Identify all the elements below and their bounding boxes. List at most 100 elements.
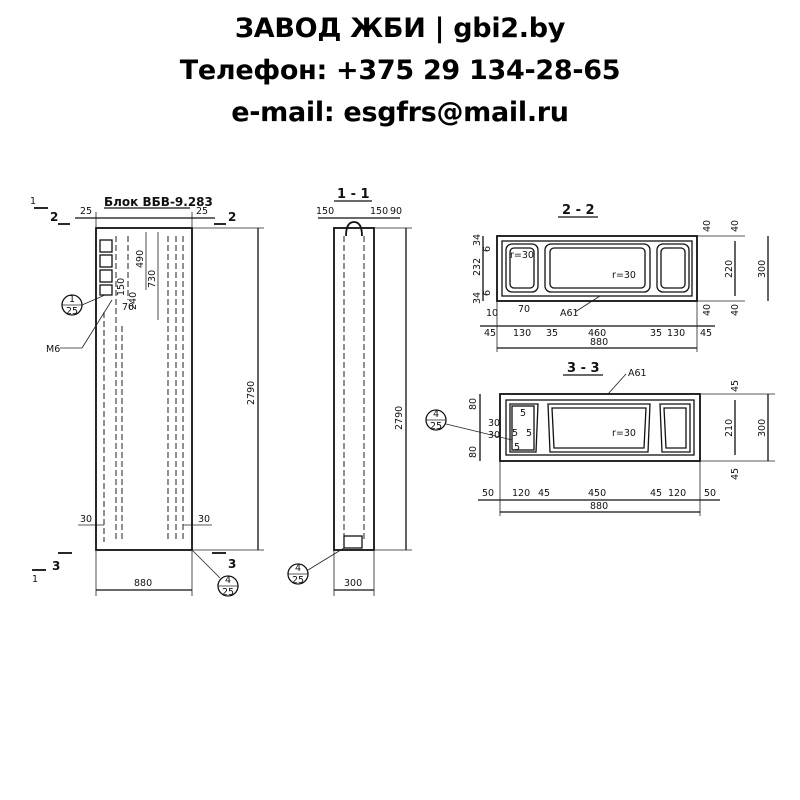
void-right-inner [663, 407, 687, 449]
dim-5d: 5 [514, 442, 520, 453]
section-2-2-title: 2 - 2 [562, 203, 595, 218]
dim-6a: 6 [482, 246, 493, 252]
dim-bottom-2: 45 [538, 488, 550, 499]
section-3-3-outline [499, 393, 701, 462]
dim-bottom-4: 35 [650, 328, 662, 339]
header-phone: Телефон: +375 29 134-28-65 [179, 55, 621, 86]
cut-2-left-label: 2 [50, 210, 58, 224]
a61-leader [574, 295, 601, 313]
dim-5a: 5 [520, 408, 526, 419]
dim-6b: 6 [482, 290, 493, 296]
dim-bottom-2: 35 [546, 328, 558, 339]
callout-leader [307, 547, 345, 571]
section-1-1-outline [333, 227, 375, 551]
dim-70: 70 [518, 304, 530, 315]
dim-45a: 45 [730, 380, 741, 392]
elevation-opening [99, 269, 113, 283]
dim-34b: 34 [472, 292, 483, 304]
radius-label-2: r=30 [612, 270, 636, 281]
dim-bottom-6: 50 [704, 488, 716, 499]
dim-2790: 2790 [246, 381, 257, 405]
m6-leader [81, 299, 113, 349]
dim-300: 300 [757, 419, 768, 437]
dim-880: 880 [134, 578, 152, 589]
dim-bottom-3: 460 [588, 328, 606, 339]
void-left-inner [511, 405, 535, 451]
dim-25-right: 25 [196, 206, 208, 217]
callout-1-bottom: 25 [66, 306, 78, 317]
dim-bottom-5: 120 [668, 488, 686, 499]
dim-34a: 34 [472, 234, 483, 246]
dim-bottom-1: 130 [513, 328, 531, 339]
elevation-outline [95, 227, 193, 551]
cut-2-right-label: 2 [228, 210, 236, 224]
dim-5b: 5 [512, 428, 518, 439]
section-2-2-outline [496, 235, 698, 302]
section-2-2-inner [501, 240, 693, 297]
dim-70: 70 [122, 302, 134, 313]
dim-300: 300 [757, 260, 768, 278]
header-title: ЗАВОД ЖБИ | gbi2.by [234, 13, 566, 44]
dim-10: 10 [486, 308, 498, 319]
dim-490: 490 [135, 250, 146, 268]
cut-3-right-label: 3 [228, 557, 236, 571]
void-right-inner [660, 247, 686, 289]
void-middle-inner [551, 407, 647, 449]
dim-220: 220 [724, 260, 735, 278]
dim-40b: 40 [730, 220, 741, 232]
callout-bottom: 25 [430, 421, 442, 432]
dim-bottom-1: 120 [512, 488, 530, 499]
dim-45b: 45 [730, 468, 741, 480]
callout-1-top: 1 [69, 294, 75, 305]
section-3-3-title: 3 - 3 [567, 361, 600, 376]
section-1-1-title: 1 - 1 [337, 187, 370, 202]
dim-bottom-5: 130 [667, 328, 685, 339]
section-2-2: 2 - 2 r=30 r=30 А61 34 6 232 6 34 10 70 … [472, 203, 769, 352]
section-3-3-inner [505, 399, 695, 456]
void-middle [544, 243, 651, 293]
callout-2-top: 4 [225, 575, 231, 586]
dim-150: 150 [116, 278, 127, 296]
callout-top: 4 [295, 563, 301, 574]
dim-30-left: 30 [80, 514, 92, 525]
void-left [509, 403, 539, 453]
dim-90: 90 [390, 206, 402, 217]
dim-880: 880 [590, 501, 608, 512]
dim-300: 300 [344, 578, 362, 589]
dim-5c: 5 [526, 428, 532, 439]
dim-30a: 30 [488, 418, 500, 429]
void-left-inner [509, 247, 535, 289]
dim-150b: 150 [370, 206, 388, 217]
label-a61: А61 [560, 308, 579, 319]
void-right [656, 243, 690, 293]
callout-leader [445, 423, 513, 441]
void-right [659, 403, 691, 453]
dim-730: 730 [147, 270, 158, 288]
dim-210: 210 [724, 419, 735, 437]
label-a61: А61 [628, 368, 647, 379]
elevation-opening [99, 254, 113, 268]
cut-3-left-label: 3 [52, 559, 60, 573]
callout-leader [81, 294, 106, 306]
dim-bottom-0: 50 [482, 488, 494, 499]
header: ЗАВОД ЖБИ | gbi2.by Телефон: +375 29 134… [0, 8, 800, 134]
section-3-3: 3 - 3 А61 r=30 5 5 5 5 80 30 30 80 4 25 … [425, 361, 775, 516]
lifting-loop [345, 221, 363, 237]
dim-30-right: 30 [198, 514, 210, 525]
cut-1-bottom-label: 1 [32, 574, 38, 585]
dim-bottom-4: 45 [650, 488, 662, 499]
elevation-title: Блок ВБВ-9.283 [104, 195, 213, 209]
label-m6: М6 [46, 344, 60, 355]
elevation-opening [99, 239, 113, 253]
radius-label-1: r=30 [510, 250, 534, 261]
dim-bottom-3: 450 [588, 488, 606, 499]
dim-25-left: 25 [80, 206, 92, 217]
dim-80b: 80 [468, 446, 479, 458]
callout-2-bottom: 25 [222, 587, 234, 598]
dim-150a: 150 [316, 206, 334, 217]
callout-bottom: 25 [292, 575, 304, 586]
radius-label: r=30 [612, 428, 636, 439]
dim-232: 232 [472, 258, 483, 276]
header-email: e-mail: esgfrs@mail.ru [231, 97, 569, 128]
dim-240: 240 [128, 292, 139, 310]
